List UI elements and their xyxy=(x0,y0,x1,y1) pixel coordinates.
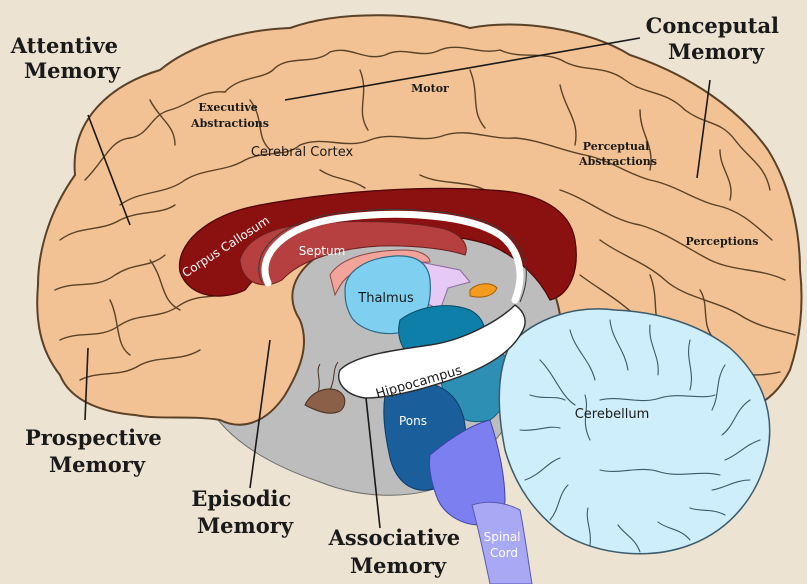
attentive-memory-line-2: Memory xyxy=(24,58,121,83)
associative-memory-label: Associative Memory xyxy=(328,525,468,578)
cerebral-cortex-label: Cerebral Cortex xyxy=(251,145,354,160)
spinal-line-1: Spinal xyxy=(484,530,521,544)
conceptual-memory-line-2: Memory xyxy=(668,39,765,64)
prospective-memory-line-2: Memory xyxy=(49,452,146,477)
executive-line-2: Abstractions xyxy=(190,117,269,130)
attentive-memory-label: Attentive Memory xyxy=(10,33,126,83)
pons-label: Pons xyxy=(399,414,427,428)
cerebellum-label: Cerebellum xyxy=(575,407,650,422)
perceptions-label: Perceptions xyxy=(686,235,759,248)
motor-label: Motor xyxy=(411,82,449,95)
perceptual-line-1: Perceptual xyxy=(583,140,650,153)
septum-label: Septum xyxy=(299,244,346,258)
episodic-memory-line-2: Memory xyxy=(197,513,294,538)
perceptual-line-2: Abstractions xyxy=(578,155,657,168)
episodic-memory-label: Episodic Memory xyxy=(191,486,298,538)
conceptual-memory-line-1: Conceputal xyxy=(646,13,779,38)
thalmus-label: Thalmus xyxy=(357,291,414,306)
executive-line-1: Executive xyxy=(198,101,257,114)
conceptual-memory-label: Conceputal Memory xyxy=(646,13,787,64)
episodic-memory-line-1: Episodic xyxy=(191,486,291,511)
associative-memory-line-1: Associative xyxy=(328,525,461,550)
attentive-memory-line-1: Attentive xyxy=(10,33,118,58)
spinal-line-2: Cord xyxy=(490,546,518,560)
prospective-memory-label: Prospective Memory xyxy=(25,425,169,477)
associative-memory-line-2: Memory xyxy=(350,553,447,578)
prospective-memory-line-1: Prospective xyxy=(25,425,162,450)
